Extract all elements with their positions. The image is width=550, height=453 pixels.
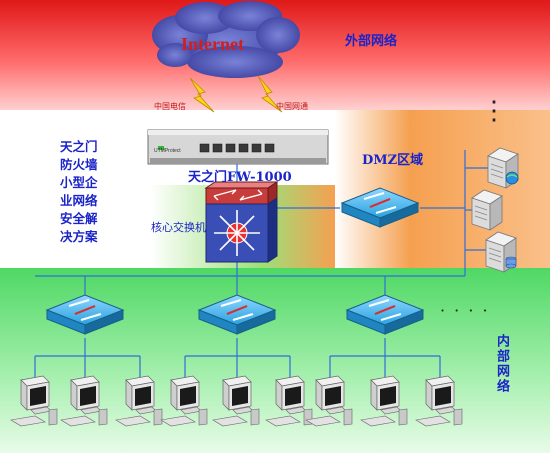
internet-cloud-icon [152, 1, 300, 78]
product-title: 天之门 防火墙 小型企 业网络 安全解 决方案 [60, 138, 98, 246]
server-icon [471, 189, 503, 231]
firewall-port-icon [199, 143, 210, 153]
core-switch-label: 核心交换机 [151, 221, 206, 234]
firewall-appliance [147, 129, 329, 165]
firewall-port-icon [238, 143, 249, 153]
product-title-line: 天之门 [60, 139, 98, 154]
external-zone-label: 外部网络 [345, 34, 398, 49]
firewall-port-icon [225, 143, 236, 153]
product-title-line: 业网络 [60, 193, 98, 208]
firewall-model-label: 天之门FW-1000 [188, 170, 292, 185]
internal-zone-label: 内部网络 [494, 334, 509, 394]
firewall-port-icon [264, 143, 275, 153]
workstation-icon [265, 375, 313, 427]
product-title-line: 防火墙 [60, 157, 98, 172]
product-title-line: 决方案 [60, 229, 98, 244]
product-title-line: 小型企 [60, 175, 98, 190]
switch-icon [345, 294, 425, 335]
isp-netcom-label: 中国网通 [276, 102, 308, 111]
lightning-icon [257, 75, 283, 113]
workstation-icon [160, 375, 208, 427]
dmz-zone [335, 110, 550, 270]
dmz-zone-label: DMZ区域 [362, 153, 424, 168]
lightning-icon [189, 77, 215, 113]
switch-icon [45, 294, 125, 335]
workstation-icon [305, 375, 353, 427]
product-title-line: 安全解 [60, 211, 98, 226]
workstation-icon [360, 375, 408, 427]
workstation-icon [115, 375, 163, 427]
dmz-switch-icon [340, 187, 420, 228]
dmz-more-dots: ⋮ [481, 96, 507, 126]
server-database-icon [485, 231, 517, 273]
workstation-icon [10, 375, 58, 427]
firewall-port-icon [212, 143, 223, 153]
server-globe-icon [487, 147, 519, 189]
workstation-icon [60, 375, 108, 427]
workstation-icon [212, 375, 260, 427]
firewall-brand-label: UTMProtect [154, 148, 181, 154]
core-switch-icon [204, 181, 279, 263]
firewall-port-icon [251, 143, 262, 153]
lan-more-dots: · · · · [440, 301, 490, 320]
switch-icon [197, 294, 277, 335]
workstation-icon [415, 375, 463, 427]
isp-telecom-label: 中国电信 [154, 102, 186, 111]
internet-label: Internet [181, 34, 244, 54]
dmz-switch-icon [340, 187, 420, 228]
